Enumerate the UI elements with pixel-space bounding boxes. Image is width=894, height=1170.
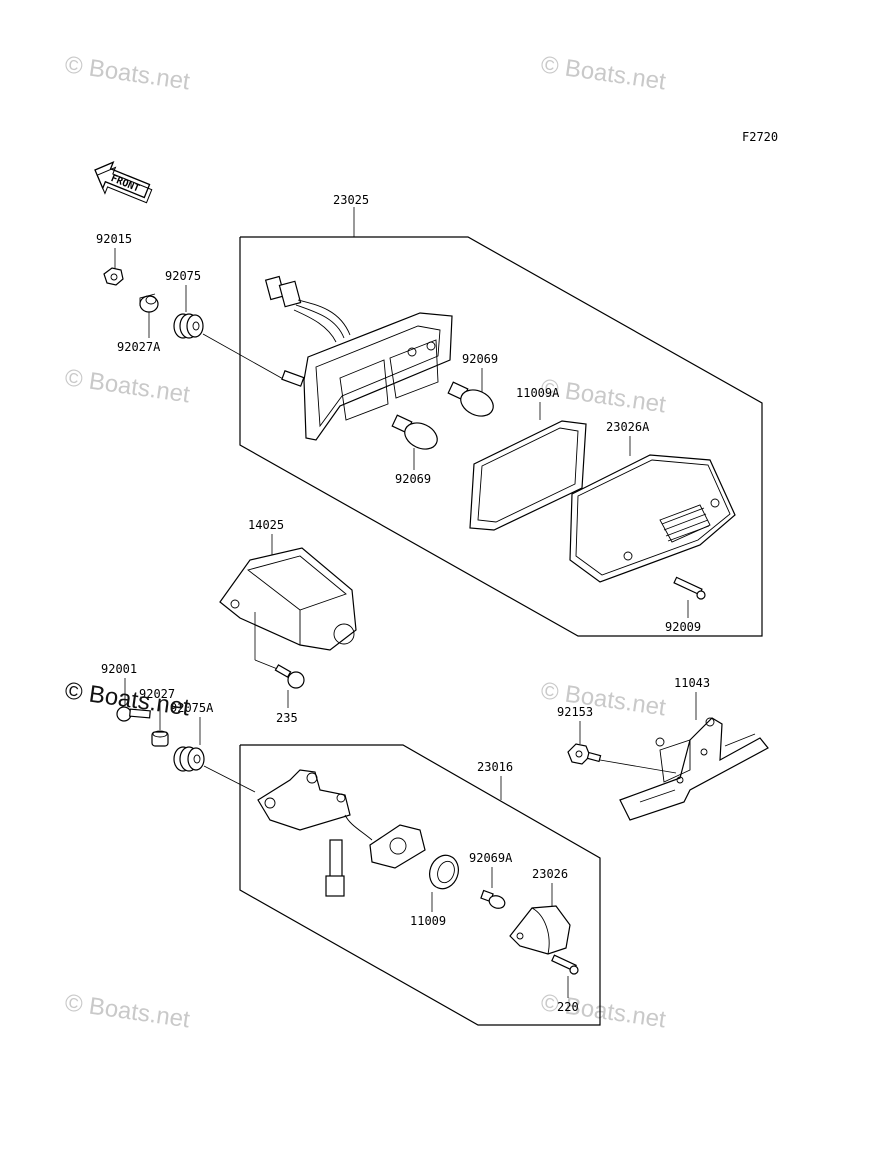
watermark-1: © Boats.net (63, 51, 192, 95)
bolt-92001-icon (116, 706, 151, 722)
watermark-6: © Boats.net (63, 989, 192, 1033)
screw-92009-icon (673, 576, 706, 600)
collar-92027A-icon (139, 293, 159, 313)
part-label-92075: 92075 (165, 269, 201, 283)
watermark-3: © Boats.net (63, 364, 192, 408)
screw-220-icon (551, 954, 579, 975)
bulb-92069-top-icon (447, 381, 494, 417)
part-label-92027A: 92027A (117, 340, 161, 354)
grommet-92075A-icon (173, 746, 205, 772)
part-label-14025: 14025 (248, 518, 284, 532)
front-arrow-icon: FRONT (94, 161, 153, 204)
part-label-23016: 23016 (477, 760, 513, 774)
part-label-23026A: 23026A (606, 420, 650, 434)
ring-11009-icon (429, 854, 459, 890)
cover-14025-icon (219, 547, 357, 651)
nut-92015-icon (103, 267, 124, 286)
part-label-220: 220 (557, 1000, 579, 1014)
part-label-92027: 92027 (139, 687, 175, 701)
part-label-11043: 11043 (674, 676, 710, 690)
part-label-92009: 92009 (665, 620, 701, 634)
part-label-92001: 92001 (101, 662, 137, 676)
part-label-11009A: 11009A (516, 386, 560, 400)
bulb-92069-bottom-icon (391, 414, 438, 450)
assembly-box-23025 (239, 236, 763, 637)
tail-light-housing-icon (264, 275, 453, 441)
watermark-2: © Boats.net (539, 51, 668, 95)
part-label-92069A: 92069A (469, 851, 513, 865)
gasket-11009A-icon (469, 420, 587, 531)
part-label-92153: 92153 (557, 705, 593, 719)
part-label-235: 235 (276, 711, 298, 725)
figure-code: F2720 (742, 130, 778, 144)
screw-235-icon (274, 664, 305, 689)
license-light-bracket-icon (257, 769, 426, 897)
part-label-92075A: 92075A (170, 701, 214, 715)
collar-92027-icon (151, 730, 169, 747)
assembly-box-23016 (239, 744, 601, 1026)
bulb-92069A-icon (480, 889, 506, 909)
bolt-92153-icon (567, 743, 602, 765)
part-label-23025: 23025 (333, 193, 369, 207)
license-bracket-11043-icon (619, 717, 769, 821)
part-label-92069-bottom: 92069 (395, 472, 431, 486)
part-label-92015: 92015 (96, 232, 132, 246)
part-label-92069-top: 92069 (462, 352, 498, 366)
lens-23026-icon (509, 905, 571, 955)
part-label-11009: 11009 (410, 914, 446, 928)
lens-23026A-icon (569, 454, 736, 583)
grommet-92075-icon (173, 313, 204, 339)
part-label-23026: 23026 (532, 867, 568, 881)
